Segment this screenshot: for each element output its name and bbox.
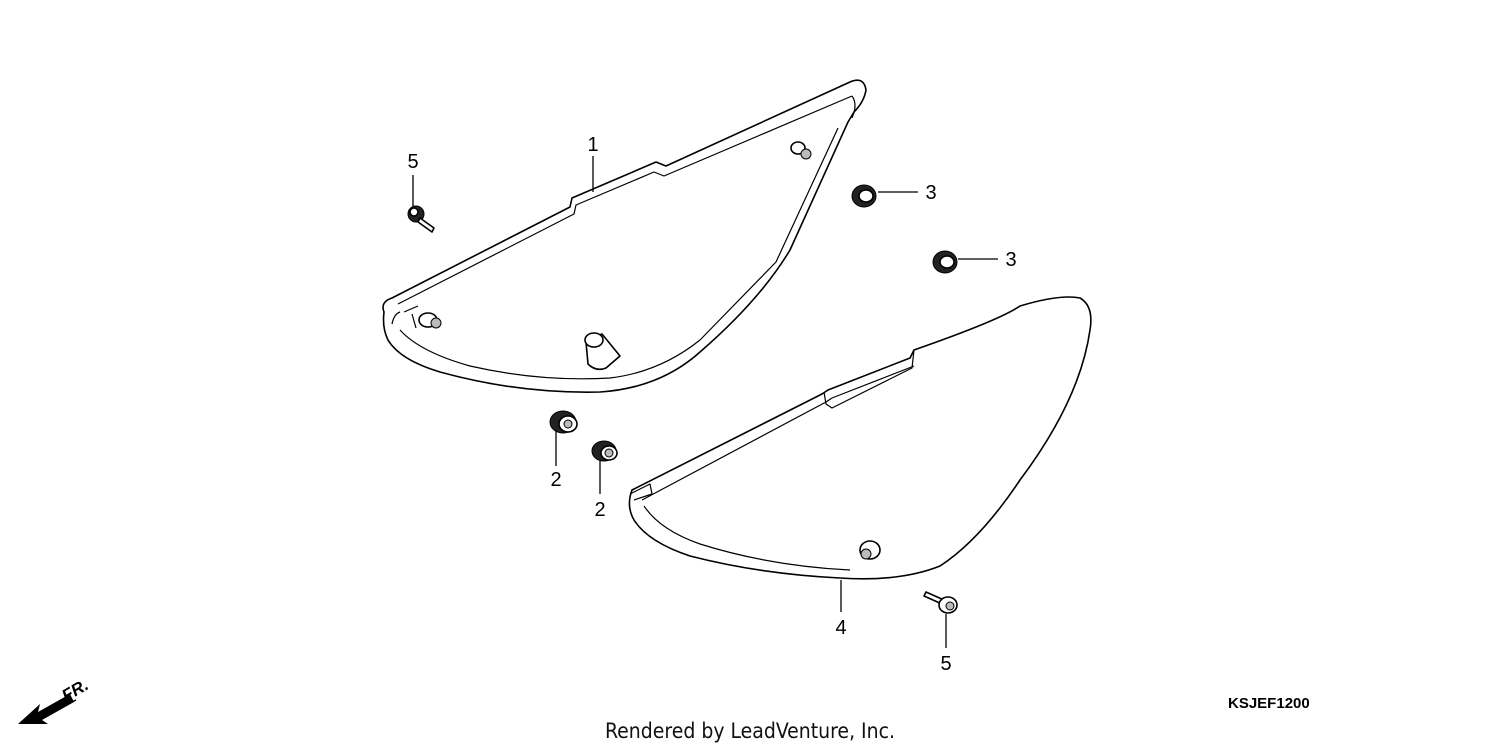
cover-hole: [859, 540, 881, 560]
front-direction-arrow-icon: FR.: [18, 675, 92, 724]
mount-pin-front: [790, 141, 812, 160]
callout-2-left: 2: [550, 469, 561, 491]
render-credit: Rendered by LeadVenture, Inc.: [605, 719, 895, 743]
grommet-3a: [851, 184, 877, 208]
leader-lines: [412, 156, 998, 648]
screw-5b: [923, 591, 958, 614]
side-cover-right-part: [628, 296, 1092, 580]
grommet-2b: [591, 440, 618, 462]
screw-5a: [407, 205, 435, 233]
grommet-2a: [549, 410, 578, 434]
grommet-3b: [932, 250, 958, 274]
callout-2-right: 2: [594, 499, 605, 521]
mount-boss: [584, 332, 621, 371]
callout-1: 1: [587, 134, 598, 156]
callout-3-upper: 3: [925, 182, 936, 204]
diagram-code: KSJEF1200: [1228, 695, 1310, 712]
callout-4: 4: [835, 617, 846, 639]
mount-pin-rear: [403, 305, 442, 329]
callout-3-lower: 3: [1005, 249, 1016, 271]
callout-5-lower: 5: [940, 653, 951, 675]
callout-5-upper: 5: [407, 151, 418, 173]
side-cover-left-part: [382, 79, 867, 393]
